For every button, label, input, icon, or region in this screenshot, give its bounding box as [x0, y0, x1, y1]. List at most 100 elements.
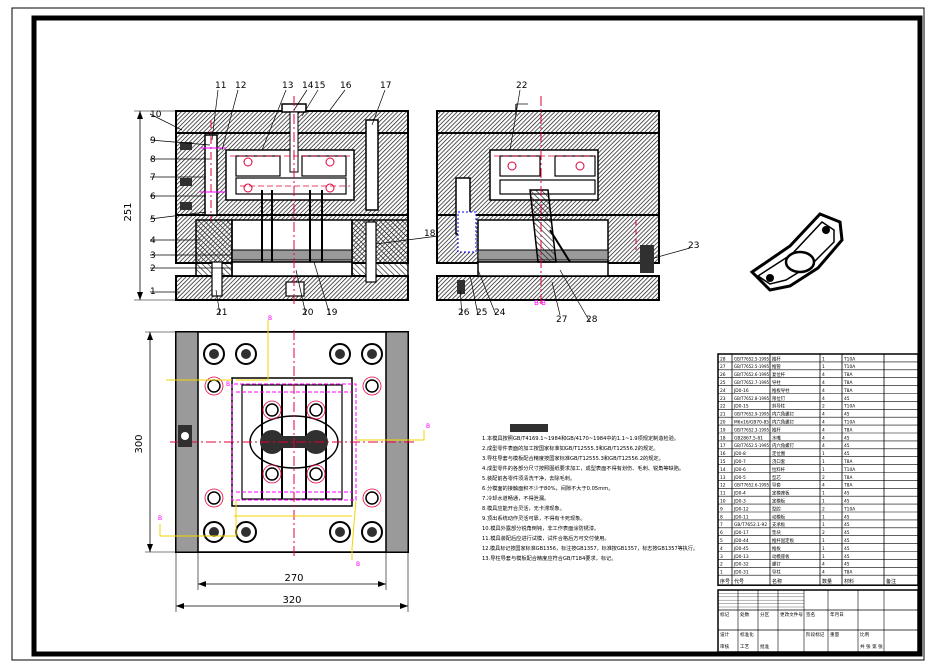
- bom-cell: 导套: [772, 482, 781, 489]
- callout-24: 24: [494, 308, 506, 318]
- pin-hole: [365, 379, 379, 393]
- callout-21: 21: [216, 308, 227, 318]
- dim-width-inner: 270: [284, 573, 303, 584]
- bom-cell: 45: [844, 530, 850, 536]
- bom-header-cell: 代号: [734, 578, 744, 585]
- bom-cell: JD0-3: [733, 499, 746, 505]
- bom-cell: 45: [844, 491, 850, 497]
- marker-b-3: B: [426, 423, 430, 430]
- bom-cell: 13: [720, 475, 726, 481]
- callout-13: 13: [282, 81, 293, 91]
- bom-header-cell: 序号: [720, 578, 730, 585]
- callout-27: 27: [556, 315, 567, 325]
- bom-cell: 内六角螺钉: [772, 419, 795, 426]
- bolt-head: [241, 527, 251, 537]
- bom-cell: 21: [720, 412, 726, 418]
- callout-11: 11: [215, 81, 226, 91]
- bom-cell: 4: [822, 412, 825, 418]
- bom-cell: GB/T7652.5-1995: [734, 356, 769, 362]
- bom-cell: 45: [844, 538, 850, 544]
- bom-cell: GB/T7652.5-1995: [734, 364, 769, 370]
- bom-cell: 内六角螺钉: [772, 442, 795, 449]
- bom-cell: 型芯: [772, 474, 781, 481]
- callout-6: 6: [150, 192, 156, 202]
- bom-cell: GB/T7652.8-1995: [734, 396, 769, 402]
- title-block-cell: 设计: [720, 631, 730, 638]
- title-block-cell: 批准: [760, 643, 770, 650]
- bom-cell: 23: [720, 396, 726, 402]
- title-block-cell: 处数: [740, 611, 750, 618]
- dim-width-outer: 320: [282, 595, 301, 606]
- bom-cell: T8A: [843, 388, 852, 394]
- pin-centerline: [306, 400, 326, 420]
- bom-cell: 2: [720, 562, 723, 568]
- marker-b-5: B: [356, 561, 360, 568]
- bom-cell: 定模座板: [772, 490, 790, 497]
- bom-cell: 2: [822, 404, 825, 410]
- bom-header-cell: 名称: [772, 578, 782, 585]
- bom-cell: T8A: [843, 427, 852, 433]
- bom-cell: GB/T7652.6-1995: [734, 483, 769, 489]
- bom-cell: T8A: [843, 459, 852, 465]
- bom-cell: T10A: [843, 404, 855, 410]
- pin-centerline: [306, 464, 326, 484]
- bom-cell: 推管: [772, 363, 781, 370]
- title-block-cell: 分区: [760, 611, 770, 618]
- marker-b-4: B: [158, 515, 162, 522]
- bom-cell: 1: [822, 356, 825, 362]
- bom-cell: 1: [822, 522, 825, 528]
- bom-cell: T10A: [843, 420, 855, 426]
- side-leaders: [459, 89, 691, 323]
- pin-hole: [265, 467, 279, 481]
- bom-cell: 1: [822, 499, 825, 505]
- bom-cell: JD0-5: [733, 475, 746, 481]
- bom-cell: 16: [720, 451, 726, 457]
- bom-cell: 斜导柱: [772, 403, 786, 410]
- note-line: 11.模具装配后应进行试模，试件合格后方可交付使用。: [482, 534, 610, 542]
- callout-15: 15: [314, 81, 325, 91]
- callout-2: 2: [150, 264, 156, 274]
- bom-cell: 45: [844, 451, 850, 457]
- bom-cell: 45: [844, 522, 850, 528]
- bom-cell: 17: [720, 443, 726, 449]
- plan-view: [170, 330, 414, 556]
- pin-hole: [309, 467, 323, 481]
- bom-cell: 9: [720, 506, 723, 512]
- bom-cell: JD0-6: [733, 467, 746, 473]
- section-mark: B-B: [534, 299, 546, 307]
- title-block-cell: 阶段标记: [806, 631, 825, 638]
- bolt-head: [241, 349, 251, 359]
- bom-cell: JD0-17: [733, 530, 749, 536]
- bom-cell: 推杆固定板: [772, 537, 795, 544]
- bom-cell: GB/T7652.3-1995: [734, 427, 769, 433]
- inner-frame: [31, 15, 923, 657]
- bom-cell: 45: [844, 435, 850, 441]
- bom-cell: 8: [720, 514, 723, 520]
- bom-cell: 7: [720, 522, 723, 528]
- bom-cell: 内六角螺钉: [772, 411, 795, 418]
- front-callout-labels: 1 2 3 4 5 6 7 8 9 10 11 12 13 14 15 16 1…: [150, 81, 436, 318]
- bom-cell: JD0-11: [733, 514, 749, 520]
- plan-bolts: [203, 343, 383, 543]
- bom-cell: 1: [822, 467, 825, 473]
- marker-b-2: B: [226, 381, 230, 388]
- bom-cell: 45: [844, 546, 850, 552]
- pin-centerline: [362, 488, 382, 508]
- bom-cell: 1: [822, 451, 825, 457]
- bom-cell: GB/T7652.9-1995: [734, 412, 769, 418]
- bom-cell: 2: [822, 475, 825, 481]
- note-line: 8.模具应能开合灵活，无卡滞现象。: [482, 504, 565, 512]
- bom-cell: 45: [844, 554, 850, 560]
- bom-cell: T10A: [843, 506, 855, 512]
- bom-cell: 支承板: [772, 521, 786, 528]
- pin-hole: [207, 379, 221, 393]
- bom-cell: 限位钉: [772, 395, 786, 402]
- bom-cell: 6: [720, 530, 723, 536]
- pin-centerline: [362, 376, 382, 396]
- callout-12: 12: [235, 81, 246, 91]
- bom-cell: 12: [720, 483, 726, 489]
- bom-cell: 15: [720, 459, 726, 465]
- bom-cell: 1: [822, 546, 825, 552]
